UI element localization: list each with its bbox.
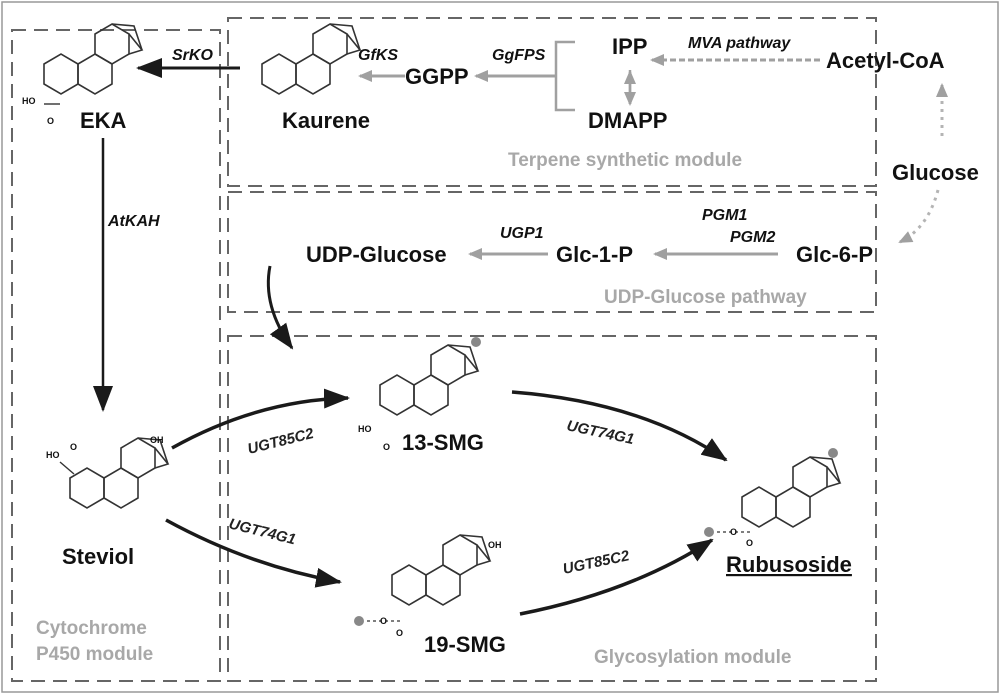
glucose-dot-icon [471, 337, 481, 347]
smg19-structure [354, 535, 490, 626]
acetyl-coa-label: Acetyl-CoA [826, 48, 945, 73]
smg19-o-label-a: O [380, 616, 387, 626]
steviol-oh-label: OH [150, 435, 164, 445]
dmapp-label: DMAPP [588, 108, 667, 133]
ggpp-label: GGPP [405, 64, 469, 89]
atkah-label: AtKAH [107, 213, 160, 230]
steviol-ho-label: HO [46, 450, 60, 460]
smg19-label: 19-SMG [424, 632, 506, 657]
glc6p-label: Glc-6-P [796, 242, 873, 267]
glc1p-label: Glc-1-P [556, 242, 633, 267]
glucose-dot-icon [828, 448, 838, 458]
pgm1-label: PGM1 [702, 207, 747, 224]
glucose-dot-icon [354, 616, 364, 626]
smg13-o-label: O [383, 442, 390, 452]
udp-glucose-module-label: UDP-Glucose pathway [604, 287, 807, 308]
smg13-structure [380, 337, 481, 415]
ugt74g1-label-2: UGT74G1 [565, 417, 635, 448]
ggfps-bracket [556, 42, 575, 110]
ugt85c2-label-1: UGT85C2 [246, 425, 316, 458]
glucose-to-glc6p-arrow [900, 190, 938, 242]
eka-ho-label: HO [22, 96, 36, 106]
kaurene-label: Kaurene [282, 108, 370, 133]
rubusoside-structure [704, 448, 840, 537]
ggfps-label: GgFPS [492, 47, 546, 64]
eka-label: EKA [80, 108, 127, 133]
smg19-oh-label: OH [488, 540, 502, 550]
eka-o-label: O [47, 116, 54, 126]
p450-module-label-line1: Cytochrome [36, 618, 147, 639]
ugt74g1-label-1: UGT74G1 [227, 515, 297, 548]
udp-glucose-label: UDP-Glucose [306, 242, 447, 267]
steviol-o-label: O [70, 442, 77, 452]
gfks-label: GfKS [358, 47, 398, 64]
glycosylation-module-label: Glycosylation module [594, 647, 791, 668]
glucose-label: Glucose [892, 160, 979, 185]
rubusoside-o-label-a: O [730, 527, 737, 537]
rubusoside-label: Rubusoside [726, 552, 852, 577]
kaurene-structure [262, 24, 360, 94]
steviol-label: Steviol [62, 544, 134, 569]
smg13-ho-label: HO [358, 424, 372, 434]
glycosylation-module-box [228, 336, 876, 681]
srko-label: SrKO [172, 47, 213, 64]
p450-module-label-line2: P450 module [36, 644, 153, 665]
ugp1-label: UGP1 [500, 225, 544, 242]
mva-pathway-label: MVA pathway [688, 35, 791, 52]
eka-structure [44, 24, 142, 104]
smg19-o-label-b: O [396, 628, 403, 638]
rubusoside-o-label-b: O [746, 538, 753, 548]
glucose-dot-icon [704, 527, 714, 537]
ipp-label: IPP [612, 34, 647, 59]
terpene-module-label: Terpene synthetic module [508, 150, 742, 171]
ugt74g1-arrow-2 [512, 392, 726, 460]
ugt85c2-label-2: UGT85C2 [561, 547, 631, 578]
smg13-label: 13-SMG [402, 430, 484, 455]
pgm2-label: PGM2 [730, 229, 775, 246]
